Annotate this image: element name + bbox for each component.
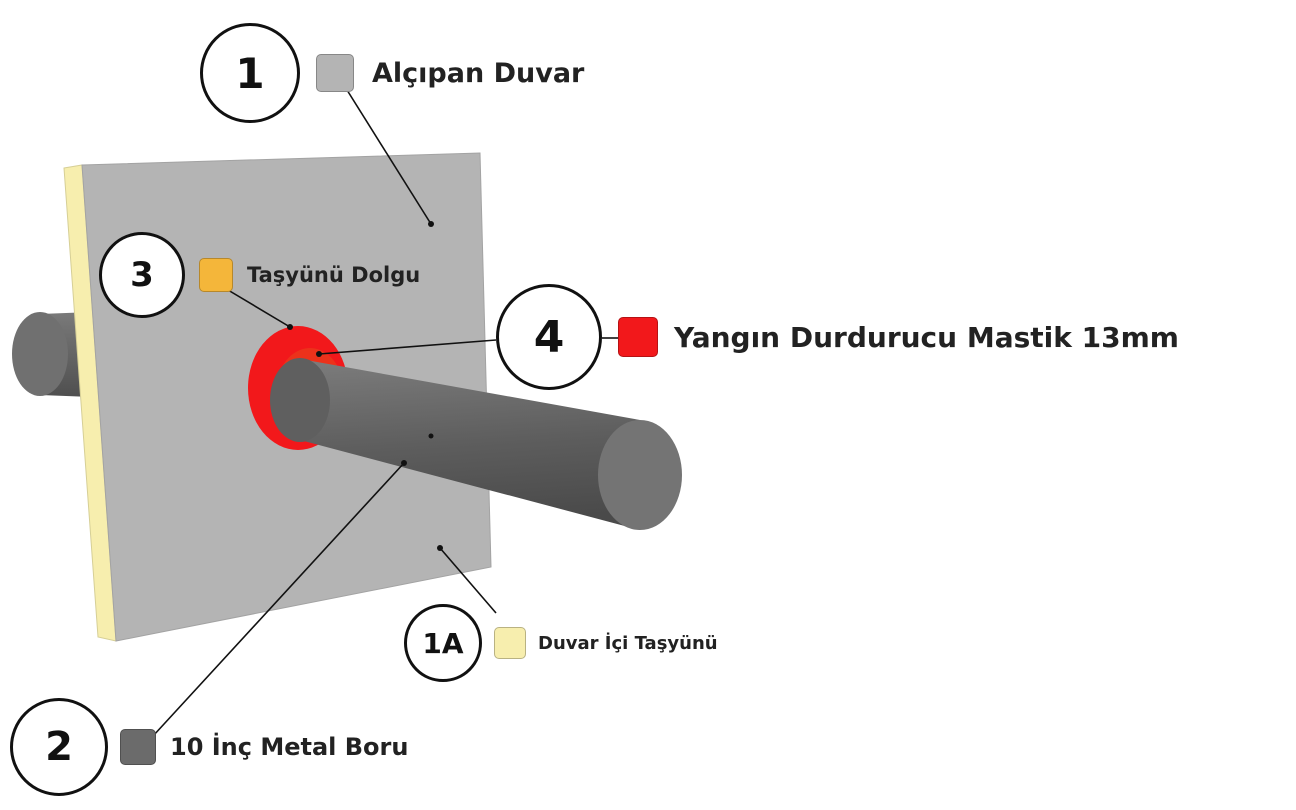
- label-fire-sealant: Yangın Durdurucu Mastik 13mm: [674, 320, 1179, 354]
- callout-number-3: 3: [99, 232, 185, 318]
- swatch-rockwool-fill: [199, 258, 233, 292]
- callout-wall-insulation: 1A Duvar İçi Taşyünü: [404, 604, 718, 682]
- leader-line-4: [318, 339, 497, 355]
- label-metal-pipe: 10 İnç Metal Boru: [170, 733, 409, 761]
- leader-line-1: [346, 89, 432, 225]
- swatch-wall-insulation: [494, 627, 526, 659]
- swatch-metal-pipe: [120, 729, 156, 765]
- label-wall-insulation: Duvar İçi Taşyünü: [538, 632, 718, 654]
- metal-pipe: [270, 358, 682, 530]
- leader-lines: [152, 89, 618, 737]
- leader-dots: [287, 221, 443, 551]
- swatch-drywall: [316, 54, 354, 92]
- callout-fire-sealant: 4 Yangın Durdurucu Mastik 13mm: [496, 284, 1179, 390]
- callout-number-4: 4: [496, 284, 602, 390]
- leader-line-1a: [439, 547, 497, 614]
- label-rockwool-fill: Taşyünü Dolgu: [247, 263, 421, 287]
- callout-drywall: 1 Alçıpan Duvar: [200, 23, 584, 123]
- callout-number-1a: 1A: [404, 604, 482, 682]
- callout-number-1: 1: [200, 23, 300, 123]
- callout-rockwool-fill: 3 Taşyünü Dolgu: [99, 232, 420, 318]
- callout-metal-pipe: 2 10 İnç Metal Boru: [10, 698, 408, 796]
- leader-line-2: [152, 462, 405, 737]
- callout-number-2: 2: [10, 698, 108, 796]
- leader-line-3: [227, 289, 291, 328]
- label-drywall: Alçıpan Duvar: [372, 57, 585, 89]
- swatch-fire-sealant: [618, 317, 658, 357]
